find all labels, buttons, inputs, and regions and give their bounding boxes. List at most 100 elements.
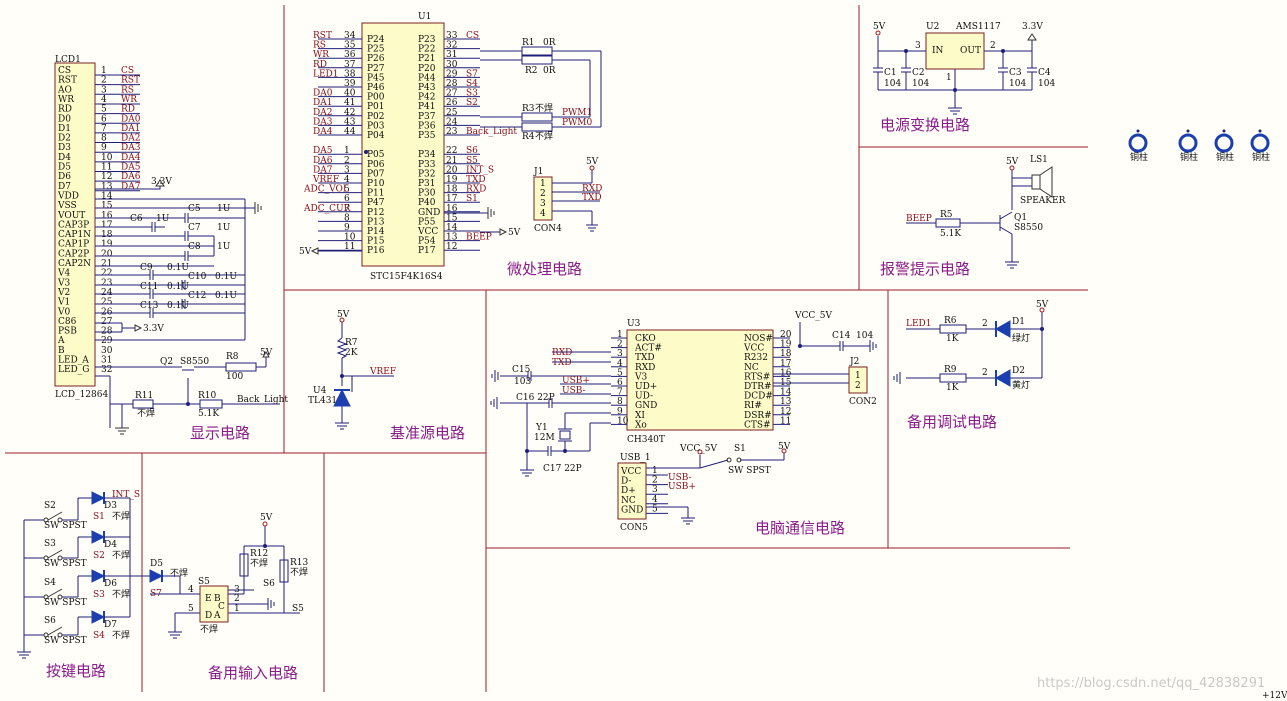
key-diode-icon (91, 530, 106, 544)
j2-pin: 1 (855, 371, 861, 381)
section-borders (5, 5, 1088, 692)
cap-c14-label: C14 (832, 331, 851, 341)
connector-j2-label: J2 (849, 357, 859, 367)
ground-symbol-icon (487, 207, 495, 219)
mcu-pin-name: P34 (418, 150, 436, 160)
diode-d5-label: D5 (150, 559, 163, 569)
mcu-pin-number: 26 (446, 98, 458, 108)
zener-diode-icon (333, 388, 351, 407)
key-switch-label: S6 (44, 616, 56, 626)
regulator-chip (925, 32, 985, 70)
ch340-pin-name: NC (744, 363, 759, 373)
cap-c6-label: C6 (130, 214, 143, 224)
lcd-pin-number: 6 (101, 114, 107, 124)
resistor-r3-val: 不焊 (535, 102, 553, 114)
mcu-net-label: S2 (466, 98, 478, 108)
regulator-pin: 2 (990, 41, 996, 51)
copper-standoffs: 铜柱 铜柱 铜柱 铜柱 (1128, 129, 1270, 163)
resistor-r4-val: 不焊 (535, 130, 553, 142)
mcu-pin-name: P40 (418, 198, 436, 208)
transistor-q1-label: Q1 (1014, 213, 1027, 223)
mcu-pin-name: P01 (367, 102, 385, 112)
key-switch-type: SW SPST (44, 598, 87, 608)
mcu-net-label: INT_S (466, 165, 494, 175)
usb-pin-number: 4 (652, 495, 658, 505)
resistor-r6-label: R6 (944, 316, 957, 326)
mcu-pin-number: 27 (446, 89, 458, 99)
net-pwm0: PWM0 (562, 118, 593, 128)
mcu-pin-name: P23 (418, 35, 436, 45)
cap-c1-label: C1 (884, 68, 897, 78)
crystal-y1-val: 12M (534, 433, 555, 443)
ch340-pin-name: R232 (744, 353, 768, 363)
mcu-pin-number: 4 (344, 175, 350, 185)
mcu-left-5v: 5V (299, 247, 312, 257)
mcu-net-label: S3 (466, 89, 478, 99)
ch340-pin-number: 20 (780, 330, 792, 340)
lcd-net-label: RD (121, 105, 135, 115)
lcd-pin-number: 18 (101, 230, 113, 240)
j1-5v-label: 5V (586, 157, 599, 167)
ch340-pin-name: V3 (634, 372, 647, 382)
lcd-pin-number: 9 (101, 143, 107, 153)
lcd-pin-name: WR (58, 95, 74, 105)
net-pwm1: PWM1 (562, 108, 592, 118)
lcd-pin-number: 17 (101, 220, 113, 230)
ch340-pin-number: 19 (780, 340, 792, 350)
mcu-pin-number: 22 (446, 146, 457, 156)
mcu-net-label: RXD (466, 185, 486, 195)
mcu-chip (361, 22, 445, 267)
cap-c3-label: C3 (1009, 68, 1022, 78)
mcu-pin-number: 8 (344, 213, 350, 223)
resistor-r2-val: 0R (543, 66, 556, 76)
ch340-pin-number: 4 (617, 359, 623, 369)
mcu-pin-name: P16 (367, 246, 385, 256)
debug-5v: 5V (1036, 300, 1049, 310)
ch340-pin-name: GND (635, 401, 657, 411)
encoder-s5 (199, 585, 229, 623)
lcd-pin-number: 7 (101, 124, 107, 134)
comm-net-txd: TXD (552, 358, 572, 368)
mcu-pin-name: P42 (418, 93, 436, 103)
mcu-net-label: RS (313, 41, 326, 51)
mcu-pin-number: 33 (446, 31, 458, 41)
ch340-pin-number: 5 (617, 368, 623, 378)
key-diode-icon (91, 491, 106, 505)
connector-j2 (848, 366, 868, 394)
speaker-ref: LS1 (1030, 155, 1048, 165)
connector-j2-type: CON2 (849, 397, 877, 407)
lcd-pin-name: D3 (58, 143, 71, 153)
key-net-label: S2 (93, 551, 105, 561)
resistor-r7-val: 2K (345, 348, 358, 358)
j1-pin: 4 (540, 209, 546, 219)
backlight-net-label: Back_Light (237, 395, 288, 405)
j1-pin: 3 (540, 199, 546, 209)
cap-c4-label: C4 (1038, 68, 1051, 78)
mcu-net-label: WR (313, 50, 329, 60)
ch340-pin-name: DSR# (744, 411, 772, 421)
cap-c7-val: 1U (217, 223, 231, 233)
section-title-display: 显示电路 (190, 424, 250, 442)
diode-d5-val: 不焊 (170, 567, 188, 579)
key-diode-label: D6 (104, 579, 117, 589)
mcu-pin-number: 15 (446, 213, 458, 223)
lcd-pin-number: 13 (101, 182, 113, 192)
resistor-r4-label: R4 (522, 132, 535, 142)
mcu-pin-number: 23 (446, 127, 458, 137)
lcd-pin-number: 15 (101, 201, 113, 211)
lcd-net-label: DA1 (121, 124, 140, 134)
cap-c6-val: 1U (156, 214, 170, 224)
mcu-pin-name: P44 (418, 73, 436, 83)
mcu-pin-number: 3 (344, 165, 350, 175)
ch340-pin-name: Xo (635, 420, 647, 430)
ch340-pin-name: CTS# (744, 420, 771, 430)
section-title-alarm: 报警提示电路 (880, 260, 970, 278)
key-switch-label: S4 (44, 578, 56, 588)
mcu-pin-number: 5 (344, 185, 350, 195)
encoder-num: 5 (188, 604, 194, 614)
alarm-circuit: LS1 SPEAKER 5V BEEP R5 5.1K Q1 S8550 (906, 155, 1066, 269)
mcu-pin-name: P07 (367, 169, 385, 179)
